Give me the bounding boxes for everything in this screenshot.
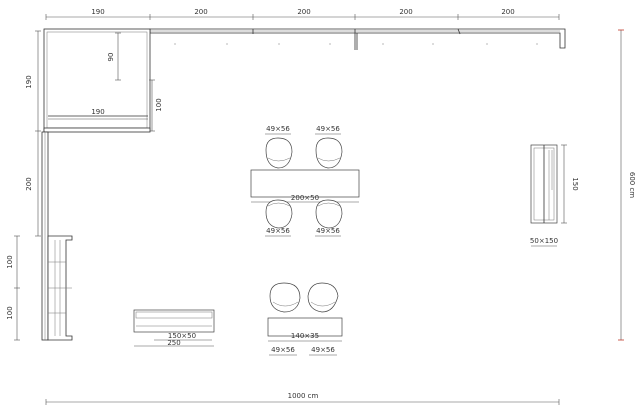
- dining-table: [250, 169, 360, 198]
- left-wall-cabinets: [41, 131, 73, 341]
- top-dimension-chain: 190 200 200 200 200: [45, 8, 560, 20]
- right-total-dimension: 600 cm: [618, 29, 636, 341]
- left-dim-190: 190: [25, 75, 33, 88]
- sideboard-outer-label: 250: [167, 339, 180, 347]
- top-dim-200-b: 200: [297, 8, 310, 16]
- top-dim-190: 190: [91, 8, 104, 16]
- sideboard: 150×50 250: [133, 309, 215, 347]
- chair-top-right: [315, 137, 343, 169]
- dining-group: 49×56 49×56 200×50 49×56 49×56: [250, 125, 360, 237]
- sideboard-inner-label: 150×50: [168, 332, 196, 340]
- inner-dim-190: 190: [91, 108, 104, 116]
- left-dim-200: 200: [25, 177, 33, 190]
- bottom-total-label: 1000 cm: [288, 392, 319, 400]
- top-dim-200-d: 200: [501, 8, 514, 16]
- chair-low-left-label: 49×56: [271, 346, 295, 354]
- right-total-label: 600 cm: [628, 172, 636, 198]
- corner-unit: 90 190 100: [43, 28, 163, 133]
- top-wall-ticks: [174, 43, 538, 45]
- chair-br-label: 49×56: [316, 227, 340, 235]
- cabinet-height-label: 150: [571, 177, 579, 190]
- inner-dim-90: 90: [107, 53, 115, 62]
- top-wall-cabinets: [149, 28, 566, 50]
- lounge-group: 140×35 49×56 49×56: [267, 282, 343, 356]
- tall-cabinet: 150 50×150: [530, 144, 579, 247]
- chair-low-left: [269, 282, 301, 313]
- chair-bl-label: 49×56: [266, 227, 290, 235]
- chair-top-left: [265, 137, 293, 169]
- chair-low-right-label: 49×56: [311, 346, 335, 354]
- top-dim-200-a: 200: [194, 8, 207, 16]
- bench-label: 140×35: [291, 332, 319, 340]
- chair-bottom-left: [265, 199, 293, 229]
- chair-low-right: [307, 282, 339, 313]
- left-dim-100-a: 100: [6, 255, 14, 268]
- top-dim-200-c: 200: [399, 8, 412, 16]
- bottom-total-dimension: 1000 cm: [45, 392, 560, 405]
- bench: [267, 317, 343, 337]
- table-label: 200×50: [291, 194, 319, 202]
- cabinet-size-label: 50×150: [530, 237, 558, 245]
- chair-tl-label: 49×56: [266, 125, 290, 133]
- left-dim-100-b: 100: [6, 306, 14, 319]
- chair-bottom-right: [315, 199, 343, 229]
- left-dimension-chain: 190 200 100 100: [6, 30, 41, 341]
- inner-dim-100: 100: [155, 98, 163, 111]
- chair-tr-label: 49×56: [316, 125, 340, 133]
